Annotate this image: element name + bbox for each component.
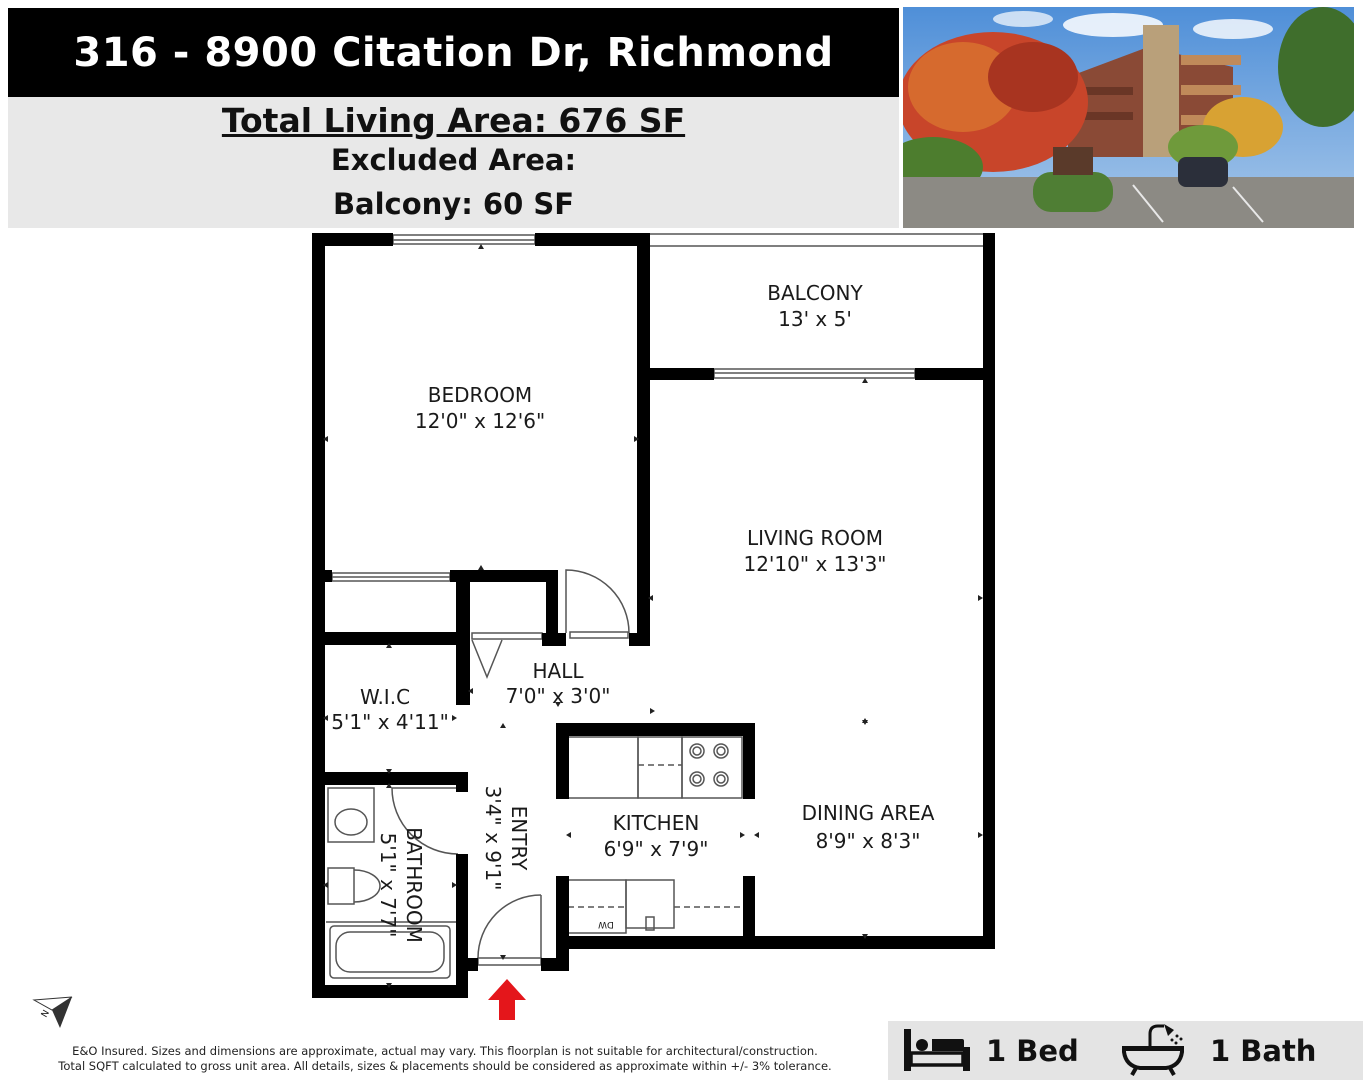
bathtub-icon — [1120, 1022, 1186, 1080]
bathroom-name: BATHROOM — [402, 827, 426, 943]
balcony-name: BALCONY — [767, 281, 863, 305]
disclaimer: E&O Insured. Sizes and dimensions are ap… — [30, 1044, 860, 1074]
disclaimer-line-2: Total SQFT calculated to gross unit area… — [58, 1059, 832, 1073]
north-arrow-icon: N — [32, 996, 73, 1028]
title-bar: 316 - 8900 Citation Dr, Richmond — [8, 8, 899, 97]
hall-name: HALL — [532, 659, 584, 683]
dining-area-dims: 8'9" x 8'3" — [816, 829, 921, 853]
bed-icon — [902, 1023, 972, 1079]
entry-dims: 3'4" x 9'1" — [481, 786, 505, 891]
north-label: N — [40, 1009, 52, 1020]
kitchen-name: KITCHEN — [613, 811, 700, 835]
walls — [312, 233, 995, 998]
balcony-area: Balcony: 60 SF — [332, 187, 575, 221]
entry-name: ENTRY — [507, 806, 531, 871]
stats-bar: 1 Bed 1 Bath — [888, 1021, 1363, 1080]
balcony-dims: 13' x 5' — [778, 307, 852, 331]
living-room-dims: 12'10" x 13'3" — [743, 552, 886, 576]
beds-stat: 1 Bed — [902, 1021, 1079, 1080]
bedroom-name: BEDROOM — [428, 383, 532, 407]
wic-name: W.I.C — [360, 685, 410, 709]
dimension-markers — [323, 244, 983, 988]
living-room-name: LIVING ROOM — [747, 526, 883, 550]
hall-dims: 7'0" x 3'0" — [506, 684, 611, 708]
area-summary: Total Living Area: 676 SF Excluded Area:… — [8, 97, 899, 228]
dishwasher-label: DW — [598, 919, 614, 929]
building-photo — [903, 7, 1354, 228]
bathroom-dims: 5'1" x 7'7" — [376, 833, 400, 938]
baths-label: 1 Bath — [1210, 1033, 1317, 1068]
excluded-area-label: Excluded Area: — [330, 143, 577, 177]
total-living-area: Total Living Area: 676 SF — [221, 101, 686, 140]
entrance-arrow-icon — [488, 979, 526, 1020]
beds-label: 1 Bed — [986, 1033, 1079, 1068]
kitchen-dims: 6'9" x 7'9" — [604, 837, 709, 861]
wic-dims: 5'1" x 4'11" — [331, 710, 449, 734]
property-address: 316 - 8900 Citation Dr, Richmond — [73, 29, 834, 76]
bedroom-dims: 12'0" x 12'6" — [415, 409, 545, 433]
baths-stat: 1 Bath — [1120, 1021, 1316, 1080]
dining-area-name: DINING AREA — [802, 801, 935, 825]
disclaimer-line-1: E&O Insured. Sizes and dimensions are ap… — [72, 1044, 818, 1058]
